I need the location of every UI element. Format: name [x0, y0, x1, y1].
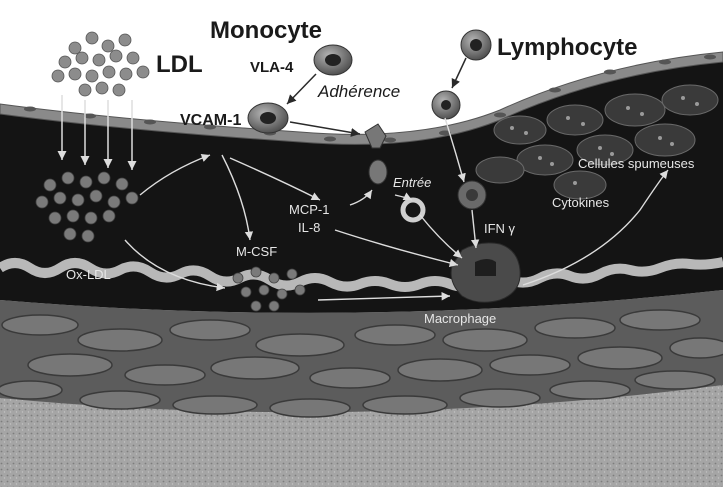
macrophage-cell [451, 243, 520, 302]
label-mcp1: MCP-1 [289, 202, 329, 217]
monocyte-cell [314, 45, 352, 75]
label-lymphocyte: Lymphocyte [497, 34, 637, 61]
intima-lymphocyte [458, 181, 486, 209]
label-entree: Entrée [393, 175, 431, 190]
label-macrophage: Macrophage [424, 311, 496, 326]
lymphocyte-cell [461, 30, 491, 60]
label-vcam1: VCAM-1 [180, 112, 241, 129]
ldl-particles [52, 32, 149, 96]
label-il8: IL-8 [298, 220, 320, 235]
label-ifn: IFN γ [484, 221, 516, 236]
label-cellules-spumeuses: Cellules spumeuses [578, 156, 695, 171]
adhering-monocyte-cell [248, 103, 288, 133]
adhering-lymphocyte-cell [432, 91, 460, 119]
label-monocyte: Monocyte [210, 17, 322, 44]
label-mcsf: M-CSF [236, 244, 277, 259]
label-vla4: VLA-4 [250, 59, 294, 76]
label-oxldl: Ox-LDL [66, 267, 111, 282]
label-ldl: LDL [156, 51, 203, 78]
label-cytokines: Cytokines [552, 195, 610, 210]
label-adherence: Adhérence [317, 82, 400, 101]
